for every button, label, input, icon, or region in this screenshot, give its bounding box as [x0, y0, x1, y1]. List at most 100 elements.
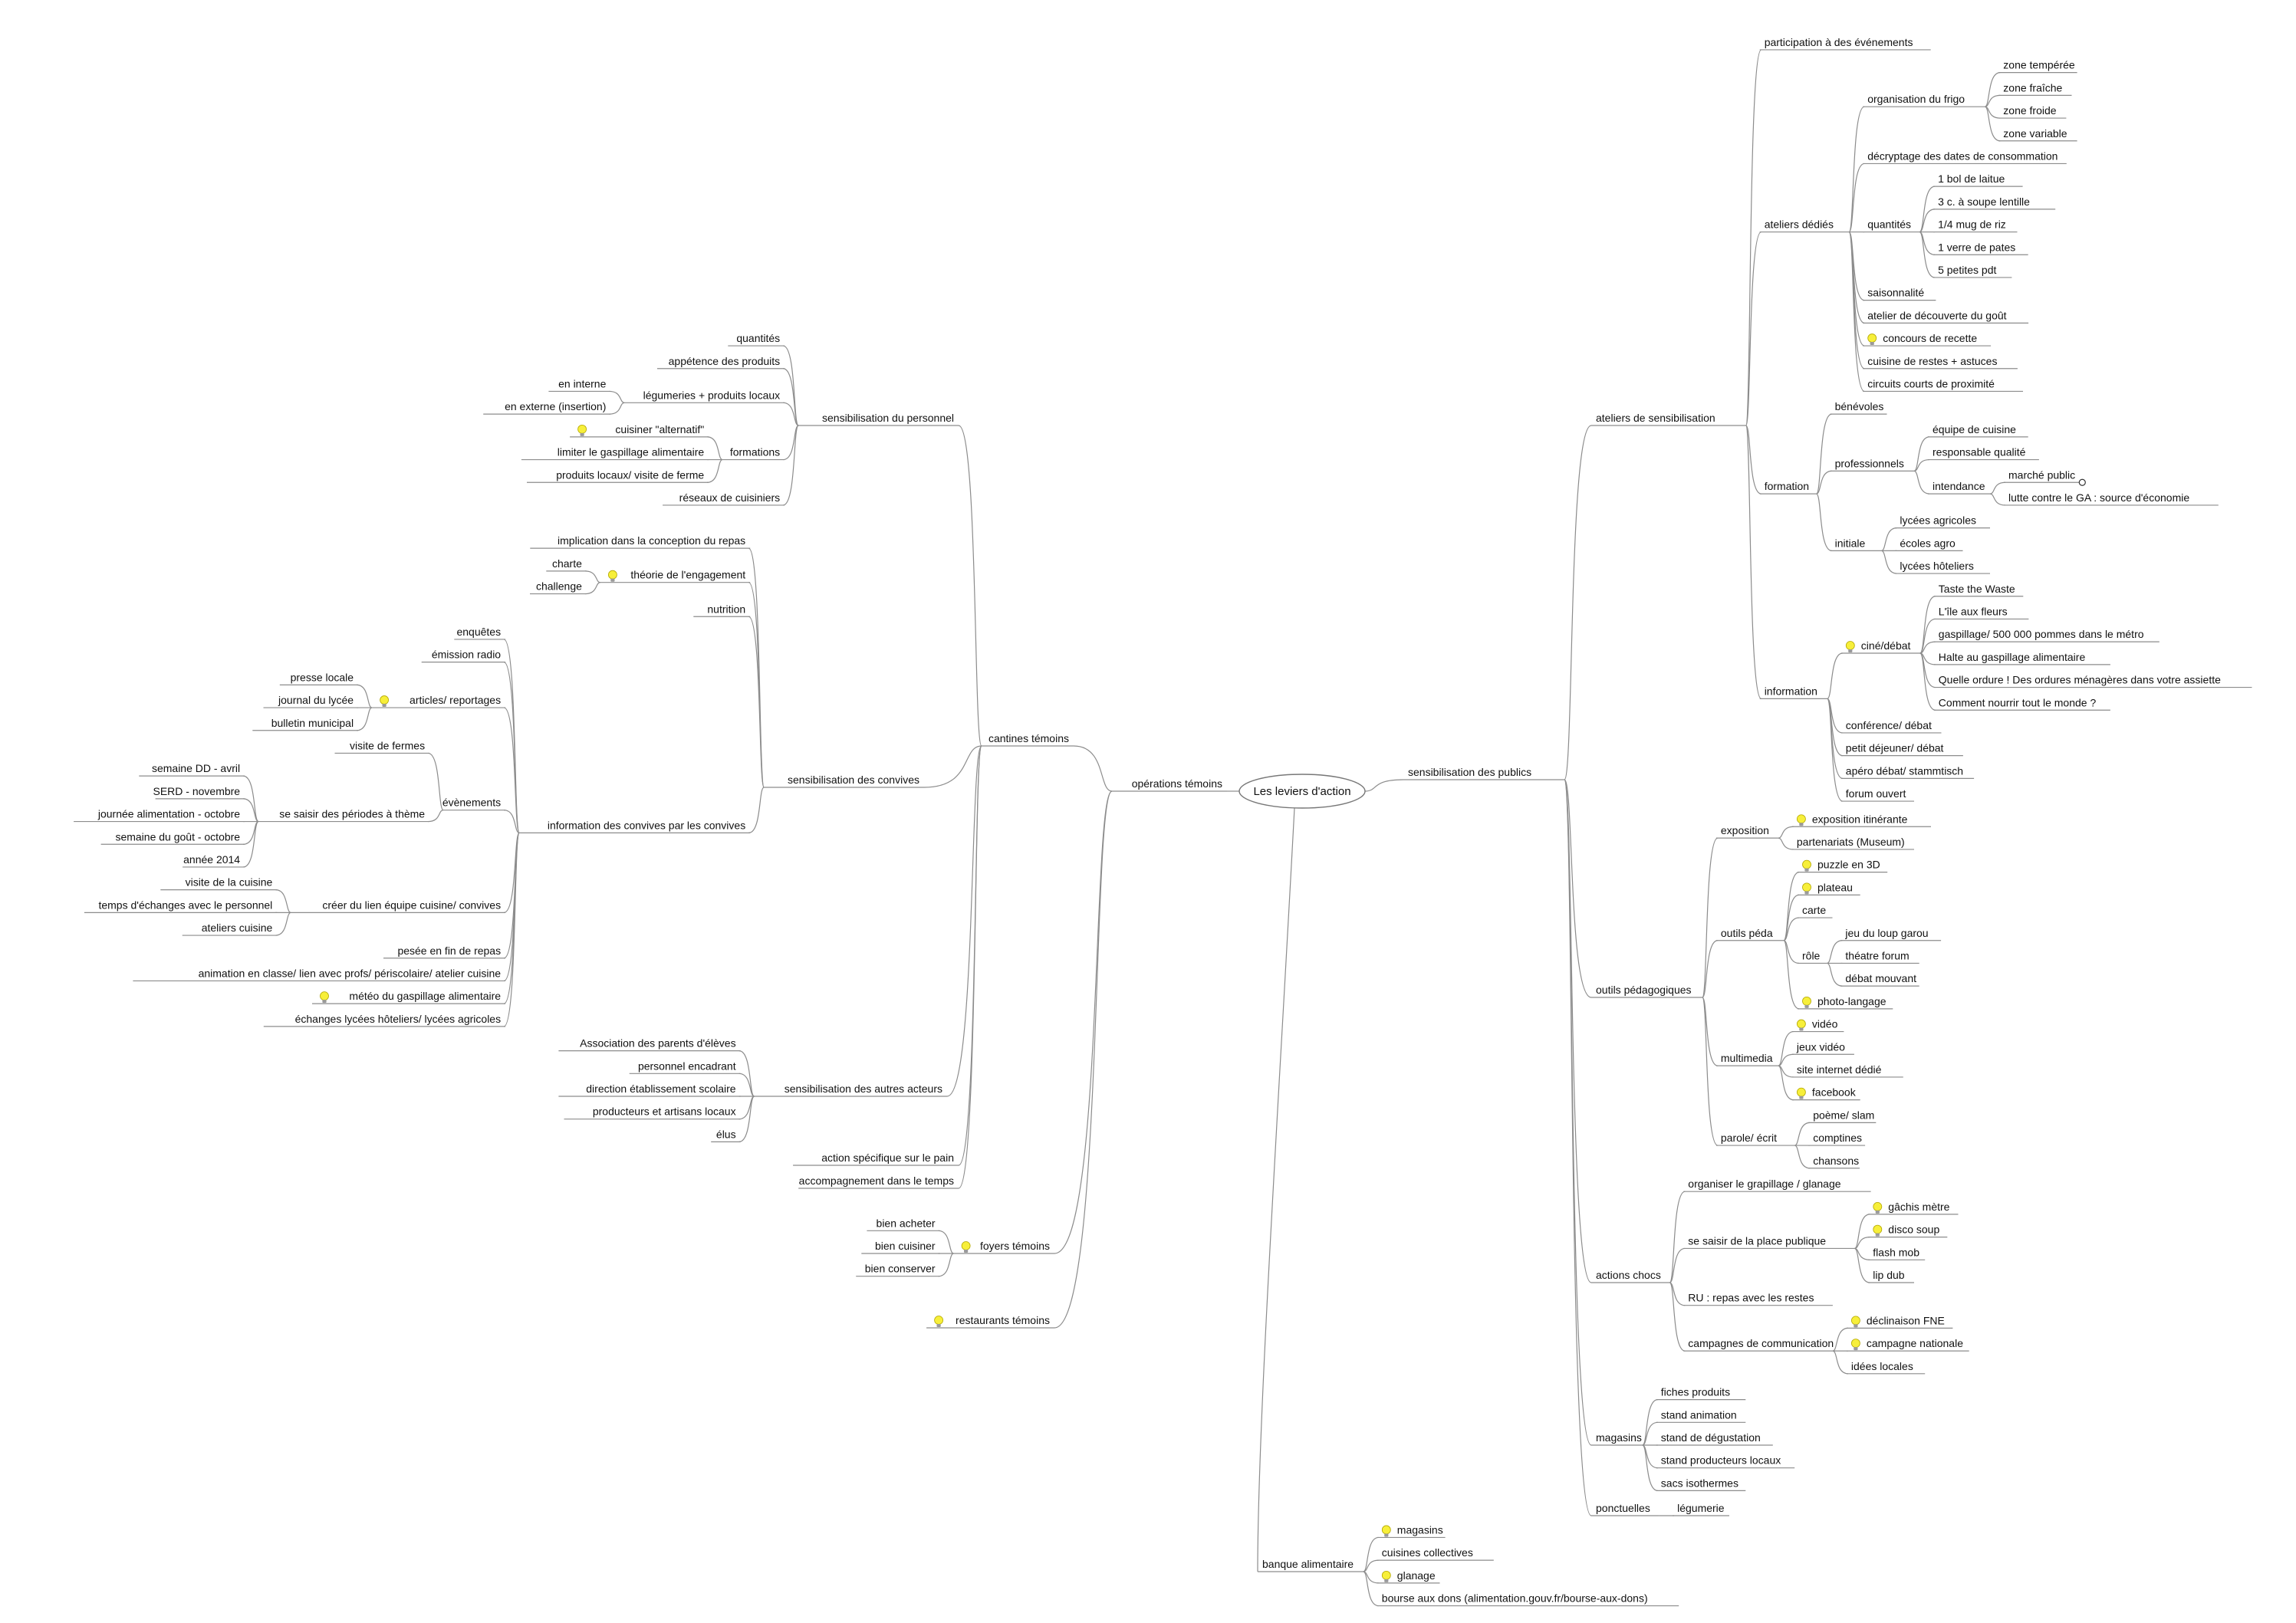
connector-line [1985, 106, 2001, 119]
topic-node: ateliers de sensibilisation [1596, 412, 1715, 424]
topic-node: participation à des événements [1765, 36, 1913, 48]
connector-line [584, 570, 601, 583]
topic-node: Halte au gaspillage alimentaire [1939, 651, 2086, 663]
lightbulb-icon [1796, 814, 1806, 826]
lightbulb-icon [1802, 996, 1811, 1008]
topic-node: magasins [1397, 1523, 1443, 1536]
topic-node: restaurants témoins [956, 1314, 1050, 1326]
connector-line [1364, 779, 1404, 792]
connector-line [923, 745, 982, 788]
connector-line [1669, 1247, 1686, 1283]
connector-line [938, 1230, 954, 1254]
topic-node: déclinaison FNE [1867, 1314, 1945, 1326]
connector-line [1778, 1030, 1794, 1066]
topic-node: rôle [1802, 949, 1821, 961]
lightbulb-icon [380, 695, 390, 708]
connector-line [1881, 550, 1897, 574]
connector-line [1073, 745, 1113, 792]
topic-node: exposition [1721, 824, 1769, 836]
connector-line [782, 425, 799, 506]
topic-node: cuisines collectives [1382, 1546, 1473, 1559]
topic-node: sensibilisation des autres acteurs [785, 1083, 942, 1095]
connector-line [1848, 163, 1865, 233]
collapse-toggle[interactable] [2078, 478, 2086, 486]
connector-line [1848, 106, 1865, 233]
topic-node: visite de la cuisine [186, 876, 273, 889]
topic-node: flash mob [1873, 1246, 1919, 1258]
lightbulb-icon [1381, 1525, 1391, 1537]
central-topic[interactable]: Les leviers d'action [1238, 774, 1366, 809]
connector-line [1564, 779, 1592, 998]
topic-node: L'île aux fleurs [1939, 605, 2008, 617]
topic-node: enquêtes [456, 626, 501, 638]
topic-node: personnel encadrant [638, 1060, 736, 1072]
topic-node: idées locales [1851, 1360, 1913, 1372]
topic-node: actions chocs [1596, 1269, 1661, 1281]
lightbulb-icon [320, 991, 329, 1004]
topic-node: élus [716, 1128, 736, 1140]
topic-node: sacs isothermes [1661, 1477, 1738, 1489]
topic-node: campagne nationale [1867, 1337, 1963, 1349]
topic-node: comptines [1813, 1132, 1862, 1144]
topic-node: stand de dégustation [1661, 1431, 1761, 1444]
connector-line [1794, 1122, 1811, 1146]
topic-node: bien cuisiner [875, 1240, 936, 1252]
topic-node: multimedia [1721, 1052, 1773, 1064]
topic-node: saisonnalité [1867, 287, 1924, 299]
topic-node: zone tempérée [2003, 59, 2075, 71]
topic-node: décryptage des dates de consommation [1867, 149, 2058, 162]
topic-node: produits locaux/ visite de ferme [556, 468, 704, 481]
topic-node: atelier de découverte du goût [1867, 309, 2006, 321]
topic-node: se saisir de la place publique [1688, 1234, 1826, 1247]
topic-node: organiser le grapillage / glanage [1688, 1178, 1840, 1190]
topic-node: glanage [1397, 1569, 1436, 1582]
topic-node: cuisine de restes + astuces [1867, 355, 1997, 367]
connector-line [1919, 231, 1936, 278]
topic-node: carte [1802, 904, 1826, 916]
topic-node: SERD - novembre [153, 785, 241, 797]
topic-node: producteurs et artisans locaux [593, 1106, 736, 1118]
topic-node: journal du lycée [278, 694, 354, 706]
topic-sensibilisation-publics: sensibilisation des publics [1408, 766, 1531, 778]
connector-line [1363, 1571, 1379, 1584]
topic-node: équipe de cuisine [1933, 423, 2016, 435]
lightbulb-icon [1802, 859, 1811, 872]
lightbulb-icon [1850, 1316, 1860, 1328]
topic-node: RU : repas avec les restes [1688, 1292, 1814, 1304]
topic-node: circuits courts de proximité [1867, 377, 1995, 389]
topic-node: année 2014 [183, 853, 240, 866]
topic-node: lutte contre le GA : source d'économie [2008, 491, 2189, 504]
connector-line [275, 912, 291, 936]
connector-line [1783, 872, 1800, 941]
topic-node: zone fraîche [2003, 81, 2062, 94]
connector-line [1783, 917, 1800, 941]
topic-node: Comment nourrir tout le monde ? [1939, 696, 2097, 708]
topic-node: ateliers cuisine [202, 922, 273, 934]
topic-node: action spécifique sur le pain [821, 1152, 954, 1164]
lightbulb-icon [1802, 882, 1811, 895]
connector-line [1816, 413, 1832, 494]
topic-node: 3 c. à soupe lentille [1938, 195, 2030, 208]
topic-node: sensibilisation des convives [788, 774, 919, 786]
topic-node: bien acheter [877, 1217, 936, 1229]
connector-line [748, 787, 765, 833]
connector-line [1848, 231, 1865, 393]
connector-line [1745, 231, 1762, 426]
topic-node: bien conserver [865, 1263, 936, 1275]
topic-node: 1 verre de pates [1938, 241, 2015, 253]
topic-node: visite de fermes [350, 739, 425, 751]
topic-node: marché public [2008, 468, 2075, 481]
connector-line [1816, 493, 1832, 551]
topic-node: Quelle ordure ! Des ordures ménagères da… [1939, 674, 2221, 686]
connector-line [1989, 481, 2006, 494]
topic-node: poème/ slam [1813, 1109, 1874, 1121]
topic-node: initiale [1835, 537, 1866, 549]
topic-node: ciné/débat [1861, 639, 1911, 652]
topic-operations-temoins: opérations témoins [1132, 777, 1222, 790]
topic-node: animation en classe/ lien avec profs/ pé… [199, 967, 502, 979]
lightbulb-icon [1873, 1224, 1883, 1237]
connector-line [1778, 1053, 1794, 1066]
lightbulb-icon [1873, 1202, 1883, 1214]
topic-node: photo-langage [1817, 995, 1886, 1007]
topic-node: en interne [558, 377, 606, 389]
